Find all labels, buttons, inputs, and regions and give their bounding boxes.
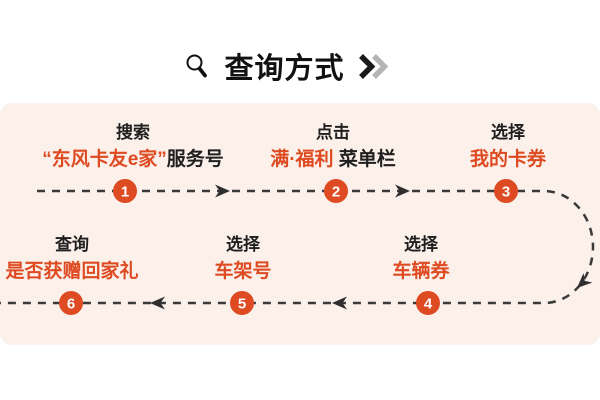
step-node-4: 4 [416, 291, 440, 315]
arrow-left-1 [332, 296, 347, 310]
step-2: 点击 满·福利 菜单栏 [270, 121, 396, 173]
step-1: 搜索 “东风卡友e家”服务号 [42, 121, 224, 173]
step-4-highlight: 车辆券 [392, 261, 450, 282]
step-node-1: 1 [113, 179, 137, 203]
svg-text:6: 6 [67, 296, 75, 313]
step-6-highlight: 是否获赠回家礼 [5, 261, 139, 282]
step-node-3: 3 [494, 179, 518, 203]
step-3-highlight: 我的卡券 [469, 149, 547, 170]
step-1-value: “东风卡友e家”服务号 [42, 147, 224, 173]
step-6-action: 查询 [54, 235, 89, 254]
step-3: 选择 我的卡券 [470, 121, 546, 173]
step-5-value: 车架号 [214, 259, 271, 285]
step-6-value: 是否获赠回家礼 [5, 259, 138, 285]
svg-text:2: 2 [332, 184, 340, 201]
svg-text:1: 1 [121, 184, 129, 201]
step-node-2: 2 [324, 179, 348, 203]
arrow-curve-down [577, 273, 593, 288]
svg-text:5: 5 [238, 296, 246, 313]
step-4: 选择 车辆券 [392, 233, 449, 285]
step-5-highlight: 车架号 [214, 261, 272, 282]
step-node-5: 5 [230, 291, 254, 315]
page-title-row: 查询方式 [0, 44, 586, 88]
magnifier-icon [186, 54, 208, 77]
step-node-6: 6 [59, 291, 83, 315]
flow-dashed-route [0, 189, 595, 305]
step-1-action: 搜索 [116, 123, 150, 142]
arrow-right-2 [395, 184, 410, 198]
step-2-value: 满·福利 菜单栏 [270, 147, 396, 173]
step-1-plain: 服务号 [166, 149, 224, 170]
step-1-highlight: “东风卡友e家” [42, 149, 167, 170]
step-6: 查询 是否获赠回家礼 [5, 233, 138, 285]
step-2-action: 点击 [315, 123, 350, 142]
arrow-left-2 [150, 296, 165, 310]
double-chevron-icon [358, 53, 388, 79]
step-2-highlight: 满·福利 [270, 149, 334, 170]
flow-panel: 1 2 3 4 5 6 搜索 [0, 103, 600, 345]
step-4-action: 选择 [403, 235, 438, 254]
step-4-value: 车辆券 [392, 259, 449, 285]
flow-diagram: 1 2 3 4 5 6 [0, 179, 595, 315]
step-5-action: 选择 [225, 235, 260, 254]
step-3-value: 我的卡券 [470, 147, 546, 173]
step-5: 选择 车架号 [214, 233, 271, 285]
step-2-plain: 菜单栏 [333, 149, 396, 170]
page-title: 查询方式 [224, 53, 345, 85]
svg-text:4: 4 [424, 296, 433, 313]
svg-text:3: 3 [502, 184, 510, 201]
arrow-right-1 [215, 184, 230, 198]
step-3-action: 选择 [490, 123, 525, 142]
